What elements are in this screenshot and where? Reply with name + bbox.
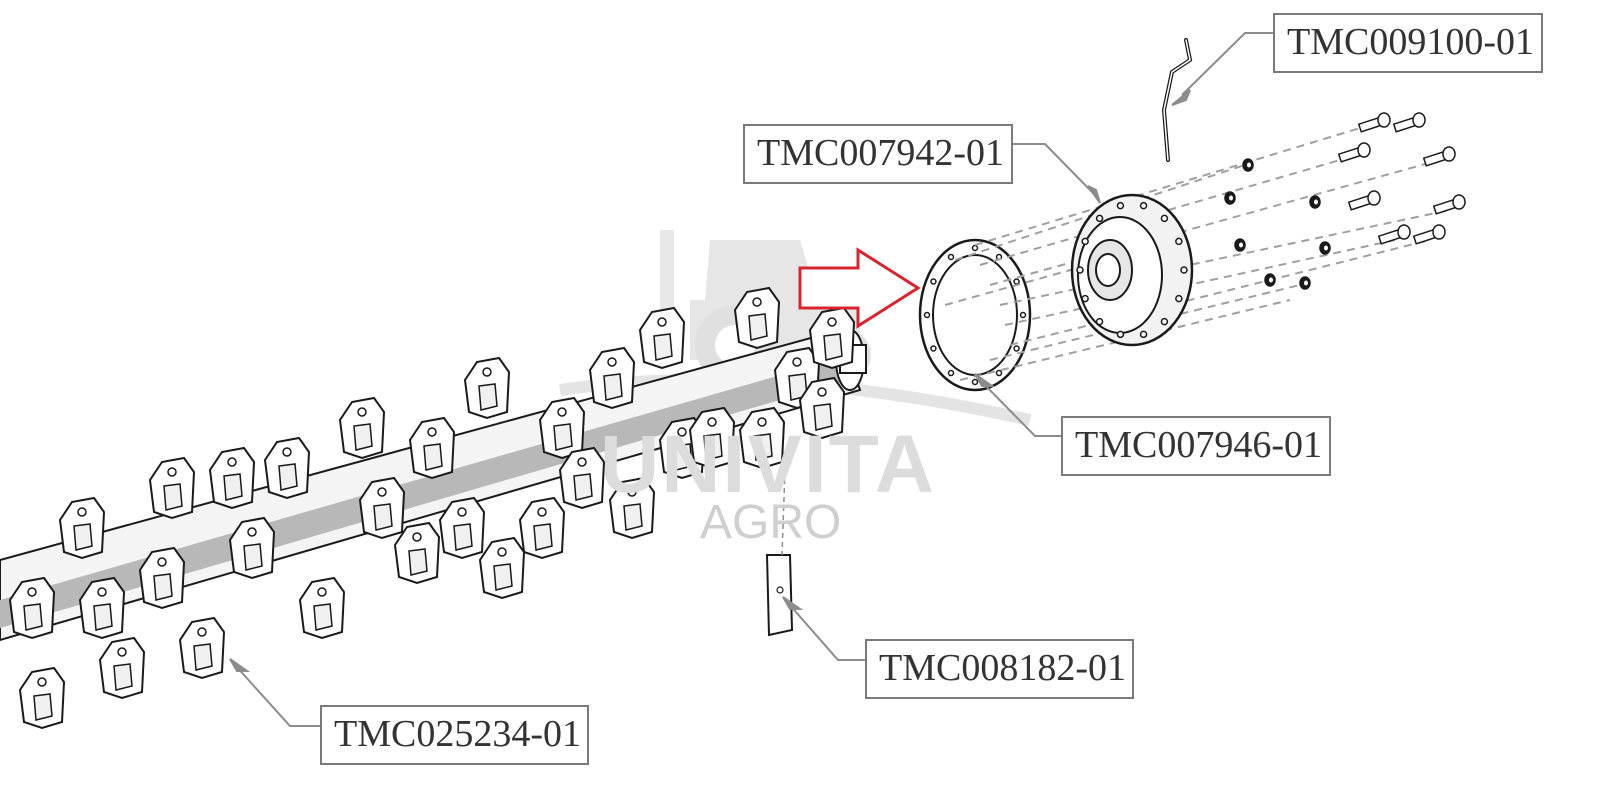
assembly-direction-arrow	[798, 247, 921, 329]
flail-hammer	[138, 546, 186, 610]
flail-hammer	[608, 476, 656, 540]
flail-hammer	[358, 476, 406, 540]
flail-hammer	[393, 521, 441, 585]
bolt	[1432, 194, 1466, 215]
flail-hammer	[208, 446, 256, 510]
part-label-tmc007942: TMC007942-01	[743, 124, 1013, 184]
flail-hammer	[558, 446, 606, 510]
flail-hammer	[638, 306, 686, 370]
flail-hammer	[178, 616, 226, 680]
bolt	[1337, 142, 1371, 163]
flail-hammer	[538, 396, 586, 460]
flail-hammer	[808, 306, 856, 370]
bolts-and-nuts	[1224, 112, 1466, 290]
flail-hammer	[478, 536, 526, 600]
flail-hammers	[8, 286, 856, 730]
watermark-brand-line1: UNIVITA	[600, 419, 936, 510]
flail-hammer	[463, 356, 511, 420]
watermark-brand-line2: AGRO	[700, 496, 842, 549]
flail-hammer	[688, 406, 736, 470]
flail-hammer	[148, 456, 196, 520]
nut	[1242, 158, 1254, 172]
flail-hammer	[338, 396, 386, 460]
bolt	[1357, 112, 1391, 133]
flail-hammer	[298, 576, 346, 640]
gasket-ring	[918, 238, 1032, 392]
bolt	[1412, 224, 1446, 245]
flail-hammer	[733, 286, 781, 350]
hub-flange	[1070, 193, 1194, 347]
flail-hammer	[738, 406, 786, 470]
bolt	[1422, 146, 1456, 167]
flail-hammer	[408, 416, 456, 480]
bolt	[1377, 224, 1411, 245]
part-label-tmc007946: TMC007946-01	[1061, 416, 1331, 476]
bolt	[1392, 112, 1426, 133]
nut	[1234, 238, 1246, 252]
flail-hammer	[58, 496, 106, 560]
flail-hammer	[438, 496, 486, 560]
flail-hammer	[798, 376, 846, 440]
flail-hammer	[98, 636, 146, 700]
flail-hammer	[228, 516, 276, 580]
part-label-tmc025234: TMC025234-01	[320, 705, 589, 765]
part-label-tmc008182: TMC008182-01	[865, 639, 1134, 699]
flail-hammer	[18, 666, 66, 730]
nut	[1299, 276, 1311, 290]
leader-lines	[229, 32, 1273, 727]
bolt	[1347, 190, 1381, 211]
flail-hammer	[263, 436, 311, 500]
shim-plate	[765, 469, 794, 637]
nut	[1224, 191, 1236, 205]
flail-hammer	[518, 496, 566, 560]
flail-hammer	[78, 576, 126, 640]
nut	[1309, 195, 1321, 209]
flail-hammer	[8, 576, 56, 640]
nut	[1264, 273, 1276, 287]
nut	[1319, 241, 1331, 255]
part-label-tmc009100: TMC009100-01	[1273, 13, 1543, 73]
flail-hammer	[588, 346, 636, 410]
